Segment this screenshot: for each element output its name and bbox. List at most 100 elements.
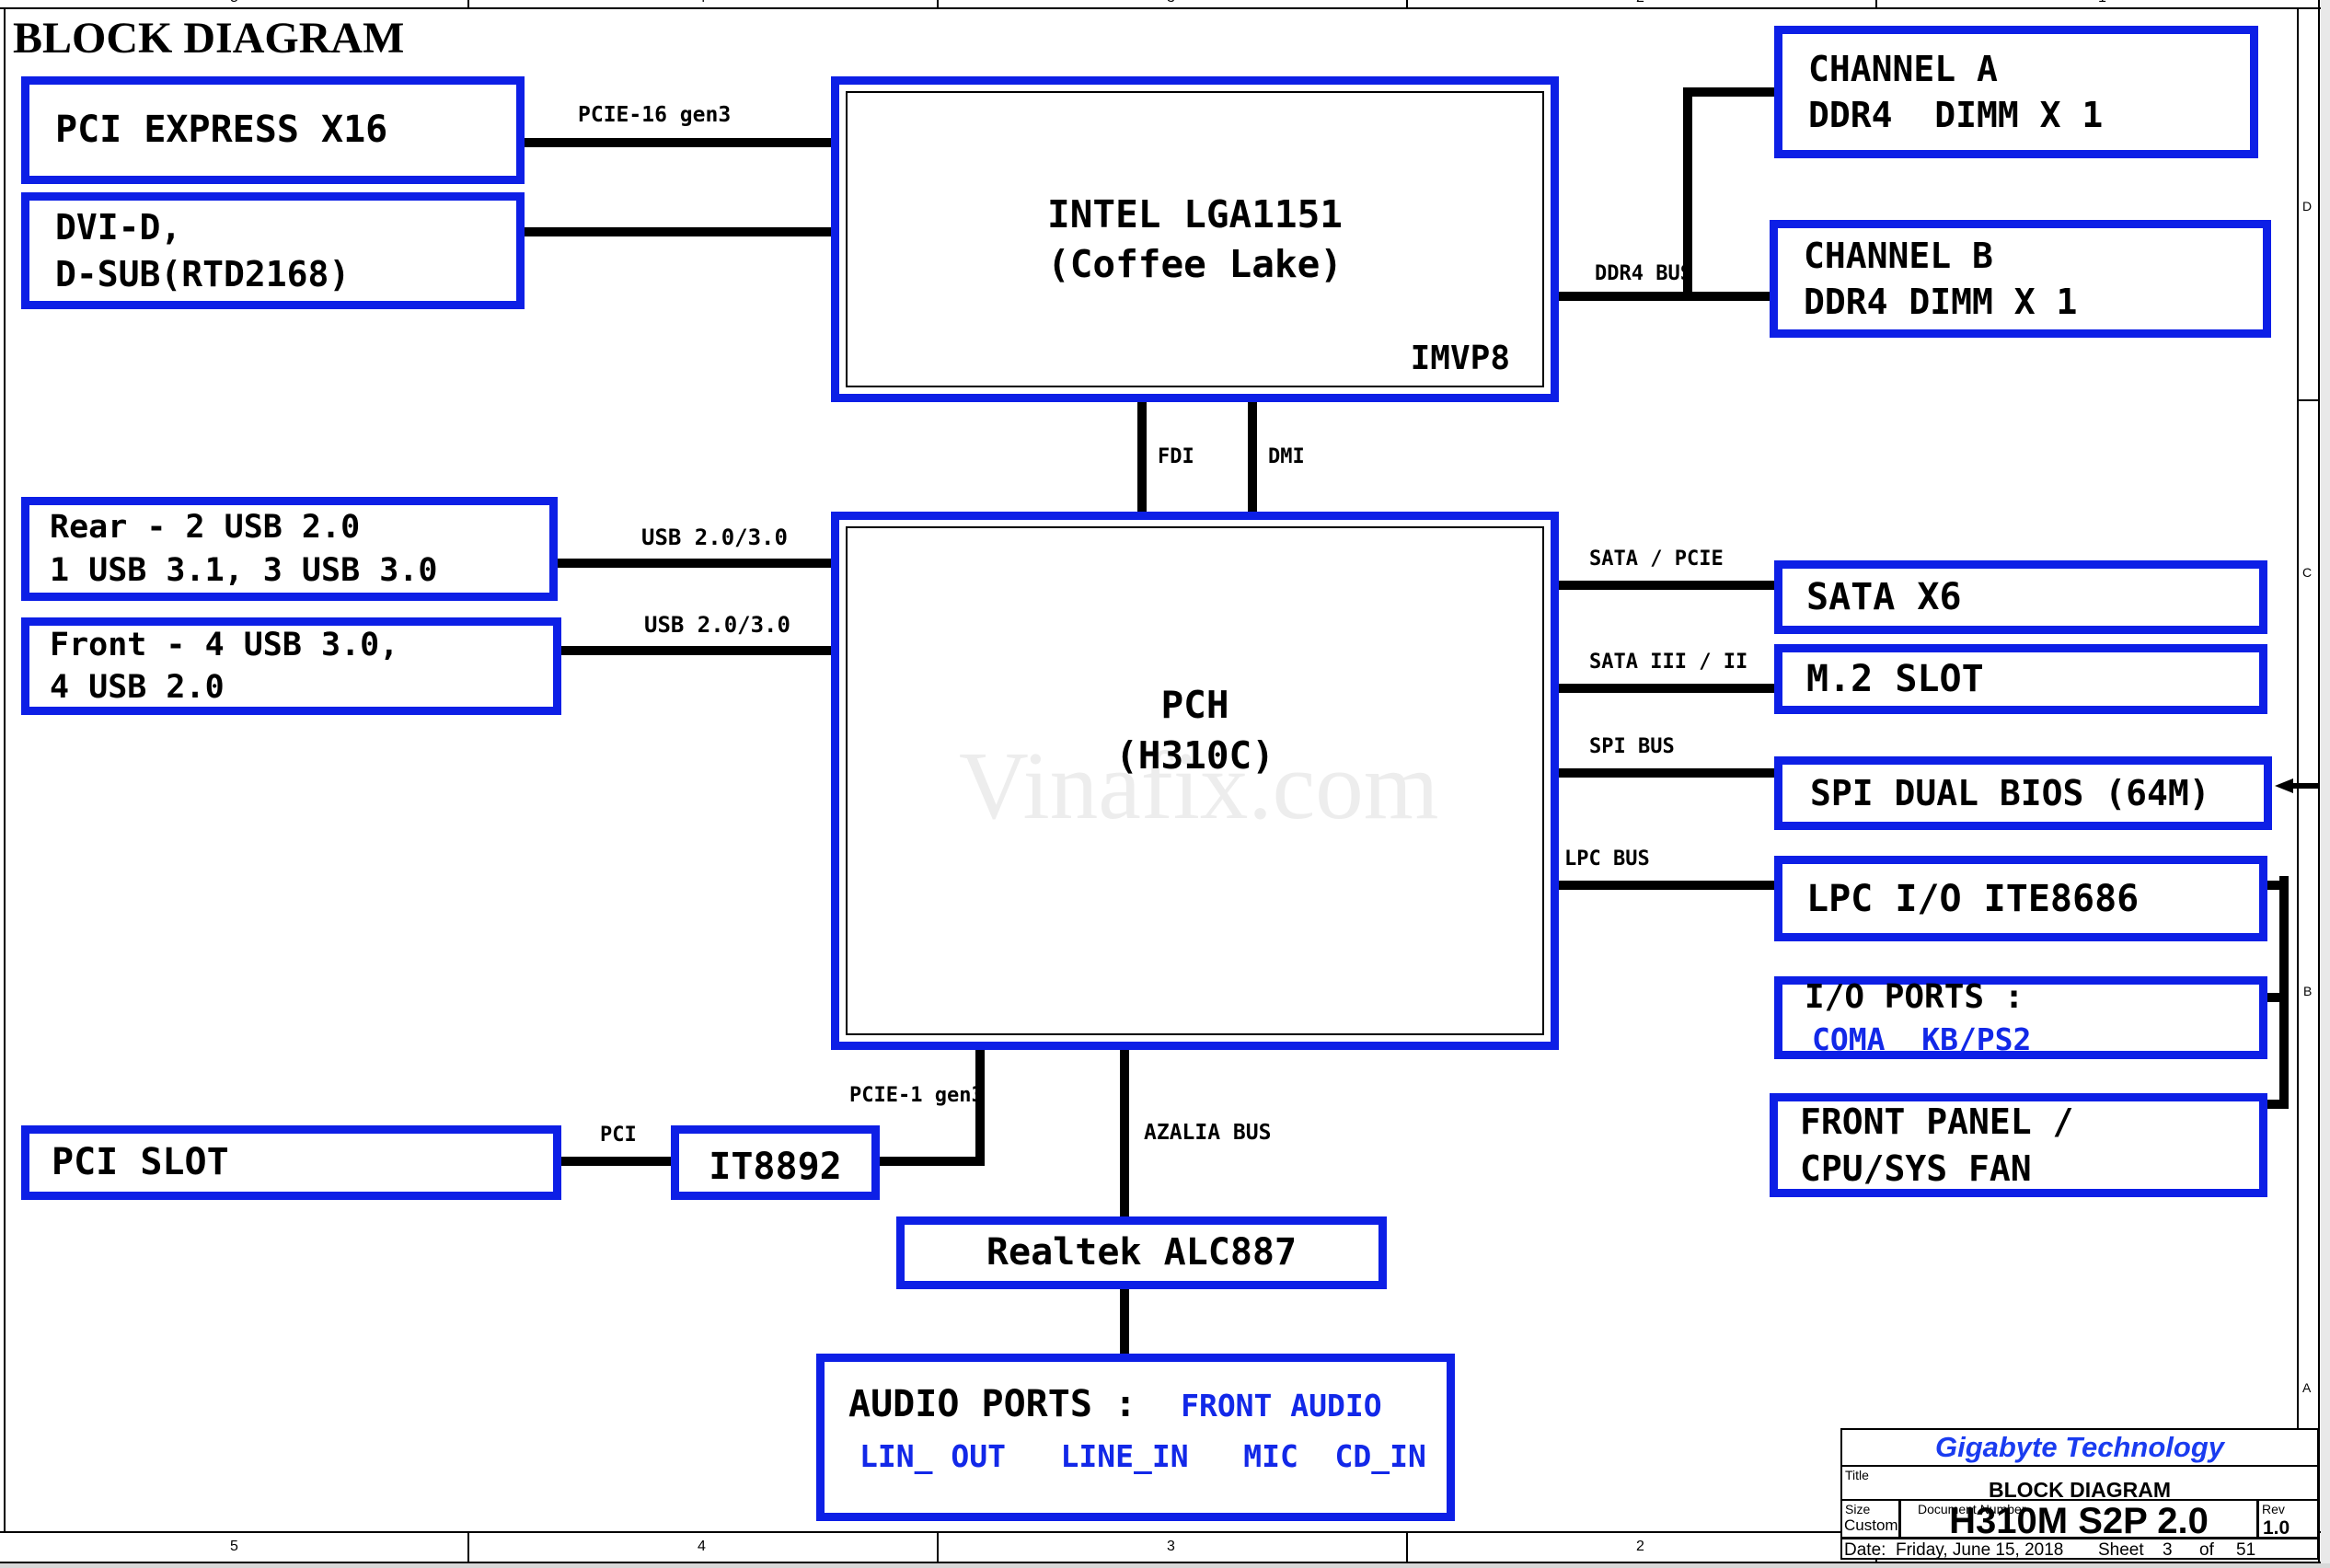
block-audio-ports: AUDIO PORTS : FRONT AUDIO LIN_ OUT LINE_… [816, 1354, 1455, 1521]
block-it8892: IT8892 [671, 1125, 880, 1200]
of-label: of [2199, 1540, 2214, 1560]
bus-label-usb-top: USB 2.0/3.0 [641, 525, 788, 550]
size-value: Custom [1844, 1516, 1898, 1534]
zone-top-div-1 [467, 0, 469, 7]
title-block-size-cell: Size Custom [1842, 1501, 1901, 1537]
bus-label-spi: SPI BUS [1589, 735, 1675, 758]
sheet-right-border-inner [2297, 7, 2299, 1533]
zone-top-div-2 [937, 0, 939, 7]
block-front-panel-fan: FRONT PANEL / CPU/SYS FAN [1770, 1093, 2267, 1197]
bus-azalia-line [1120, 1045, 1129, 1222]
zone-top-div-3 [1406, 0, 1408, 7]
title-block-title-row: Title BLOCK DIAGRAM [1842, 1467, 2317, 1502]
sheet-total: 51 [2236, 1540, 2256, 1560]
block-m2-slot: M.2 SLOT [1774, 644, 2267, 714]
title-block-docnum-cell: Document Number H310M S2P 2.0 [1901, 1501, 2256, 1541]
zone-bottom-3: 3 [1167, 1539, 1175, 1554]
bus-label-fdi: FDI [1158, 445, 1194, 468]
right-bus-stub-frontpanel [2262, 1100, 2289, 1109]
bus-dvi-line [525, 227, 839, 236]
sheet-bottom-border [0, 1531, 2321, 1533]
block-rear-usb: Rear - 2 USB 2.0 1 USB 3.1, 3 USB 3.0 [21, 497, 558, 601]
title-label: Title [1845, 1468, 1869, 1482]
block-pci-slot: PCI SLOT [21, 1125, 561, 1200]
page-margin-right [2321, 0, 2330, 1568]
title-block: Gigabyte Technology Title BLOCK DIAGRAM … [1840, 1428, 2319, 1560]
block-label: DDR4 DIMM X 1 [1808, 95, 2104, 135]
right-bus-stub-lpc [2262, 881, 2289, 890]
block-label: D-SUB(RTD2168) [55, 253, 351, 294]
block-label: SATA X6 [1806, 575, 1962, 618]
document-number-value: H310M S2P 2.0 [1949, 1501, 2209, 1541]
block-label: DDR4 DIMM X 1 [1804, 282, 2078, 322]
bus-label-lpc: LPC BUS [1564, 847, 1650, 870]
zone-top-2: 2 [1636, 0, 1644, 6]
cpu-imvp8-tag: IMVP8 [1410, 340, 1510, 378]
block-pci-express-x16: PCI EXPRESS X16 [21, 76, 525, 184]
sheet-label: Sheet [2098, 1540, 2144, 1560]
bus-fdi-line [1137, 398, 1147, 517]
title-block-date-row: Date: Friday, June 15, 2018 Sheet 3 of 5… [1842, 1539, 2317, 1562]
bus-pcie16-line [525, 138, 839, 147]
block-label: Front - 4 USB 3.0, [50, 626, 399, 663]
zone-bottom-div-2 [937, 1533, 939, 1562]
bus-ddr4-line [1555, 292, 1776, 301]
page-margin-bottom [0, 1563, 2330, 1568]
io-ports-detail: COMA KB/PS2 [1812, 1020, 2032, 1057]
bus-pcie1-horizontal [876, 1157, 985, 1166]
bus-label-pci: PCI [600, 1124, 637, 1147]
block-label: CHANNEL B [1804, 235, 1993, 276]
bus-label-dmi: DMI [1268, 445, 1305, 468]
size-label: Size [1845, 1502, 1871, 1516]
block-label: 4 USB 2.0 [50, 669, 225, 706]
block-label: (Coffee Lake) [1047, 242, 1343, 286]
block-label: I/O PORTS : [1805, 978, 2024, 1017]
block-label: Realtek ALC887 [986, 1231, 1298, 1274]
block-label: CPU/SYS FAN [1800, 1147, 2032, 1189]
bus-sata-pcie-line [1555, 581, 1778, 590]
block-label: DVI-D, [55, 207, 182, 248]
block-channel-a-dimm: CHANNEL A DDR4 DIMM X 1 [1774, 26, 2258, 158]
bus-pci-line [558, 1157, 677, 1166]
bus-dmi-line [1248, 398, 1257, 517]
block-label: FRONT PANEL / [1800, 1101, 2074, 1143]
bus-sata-iii-line [1555, 684, 1778, 693]
block-realtek-alc887: Realtek ALC887 [896, 1216, 1387, 1289]
page-title: BLOCK DIAGRAM [13, 14, 405, 63]
audio-ports-title: AUDIO PORTS : [848, 1383, 1137, 1425]
bus-pcie1-vertical [975, 1046, 985, 1166]
block-front-usb: Front - 4 USB 3.0, 4 USB 2.0 [21, 617, 561, 715]
block-label: (H310C) [1115, 732, 1275, 778]
title-block-doc-row: Size Custom Document Number H310M S2P 2.… [1842, 1501, 2317, 1541]
title-block-company: Gigabyte Technology [1842, 1430, 2317, 1467]
sheet-top-zone-line [0, 7, 2321, 9]
zone-strip-top: 5 4 3 2 1 [0, 0, 2321, 7]
block-spi-dual-bios: SPI DUAL BIOS (64M) [1774, 756, 2272, 830]
block-lpc-io-ite8686: LPC I/O ITE8686 [1774, 856, 2267, 941]
bus-alc-to-audio-line [1120, 1285, 1129, 1358]
zone-right-d: D [2302, 199, 2313, 213]
document-number-label: Document Number [1918, 1502, 2026, 1516]
block-sata-x6: SATA X6 [1774, 560, 2267, 634]
sheet-left-border [4, 7, 6, 1533]
zone-top-1: 1 [2098, 0, 2106, 6]
bus-label-usb-bottom: USB 2.0/3.0 [644, 612, 790, 638]
sheet-right-border-outer [2318, 0, 2320, 1564]
bus-spi-line [1555, 768, 1778, 778]
block-dvi-dsub: DVI-D, D-SUB(RTD2168) [21, 192, 525, 309]
vinafix-watermark: Vinafix.com [959, 732, 1439, 839]
block-label: LPC I/O ITE8686 [1806, 878, 2140, 920]
block-pch-h310c: Vinafix.com PCH (H310C) [831, 512, 1559, 1050]
bus-lpc-line [1555, 881, 1778, 890]
bus-label-pcie1: PCIE-1 gen3 [849, 1084, 984, 1107]
right-bus-stub-io [2262, 993, 2289, 1002]
sheet-number: 3 [2163, 1540, 2173, 1560]
block-label: PCI SLOT [52, 1141, 229, 1184]
audio-ports-front-audio: FRONT AUDIO [1181, 1388, 1382, 1424]
block-label: INTEL LGA1151 [1047, 191, 1343, 236]
bus-label-sata-iii: SATA III / II [1589, 651, 1748, 674]
zone-right-div-1 [2297, 399, 2320, 401]
block-label: M.2 SLOT [1806, 657, 1984, 700]
bus-ddr4-branch-a [1683, 87, 1776, 97]
